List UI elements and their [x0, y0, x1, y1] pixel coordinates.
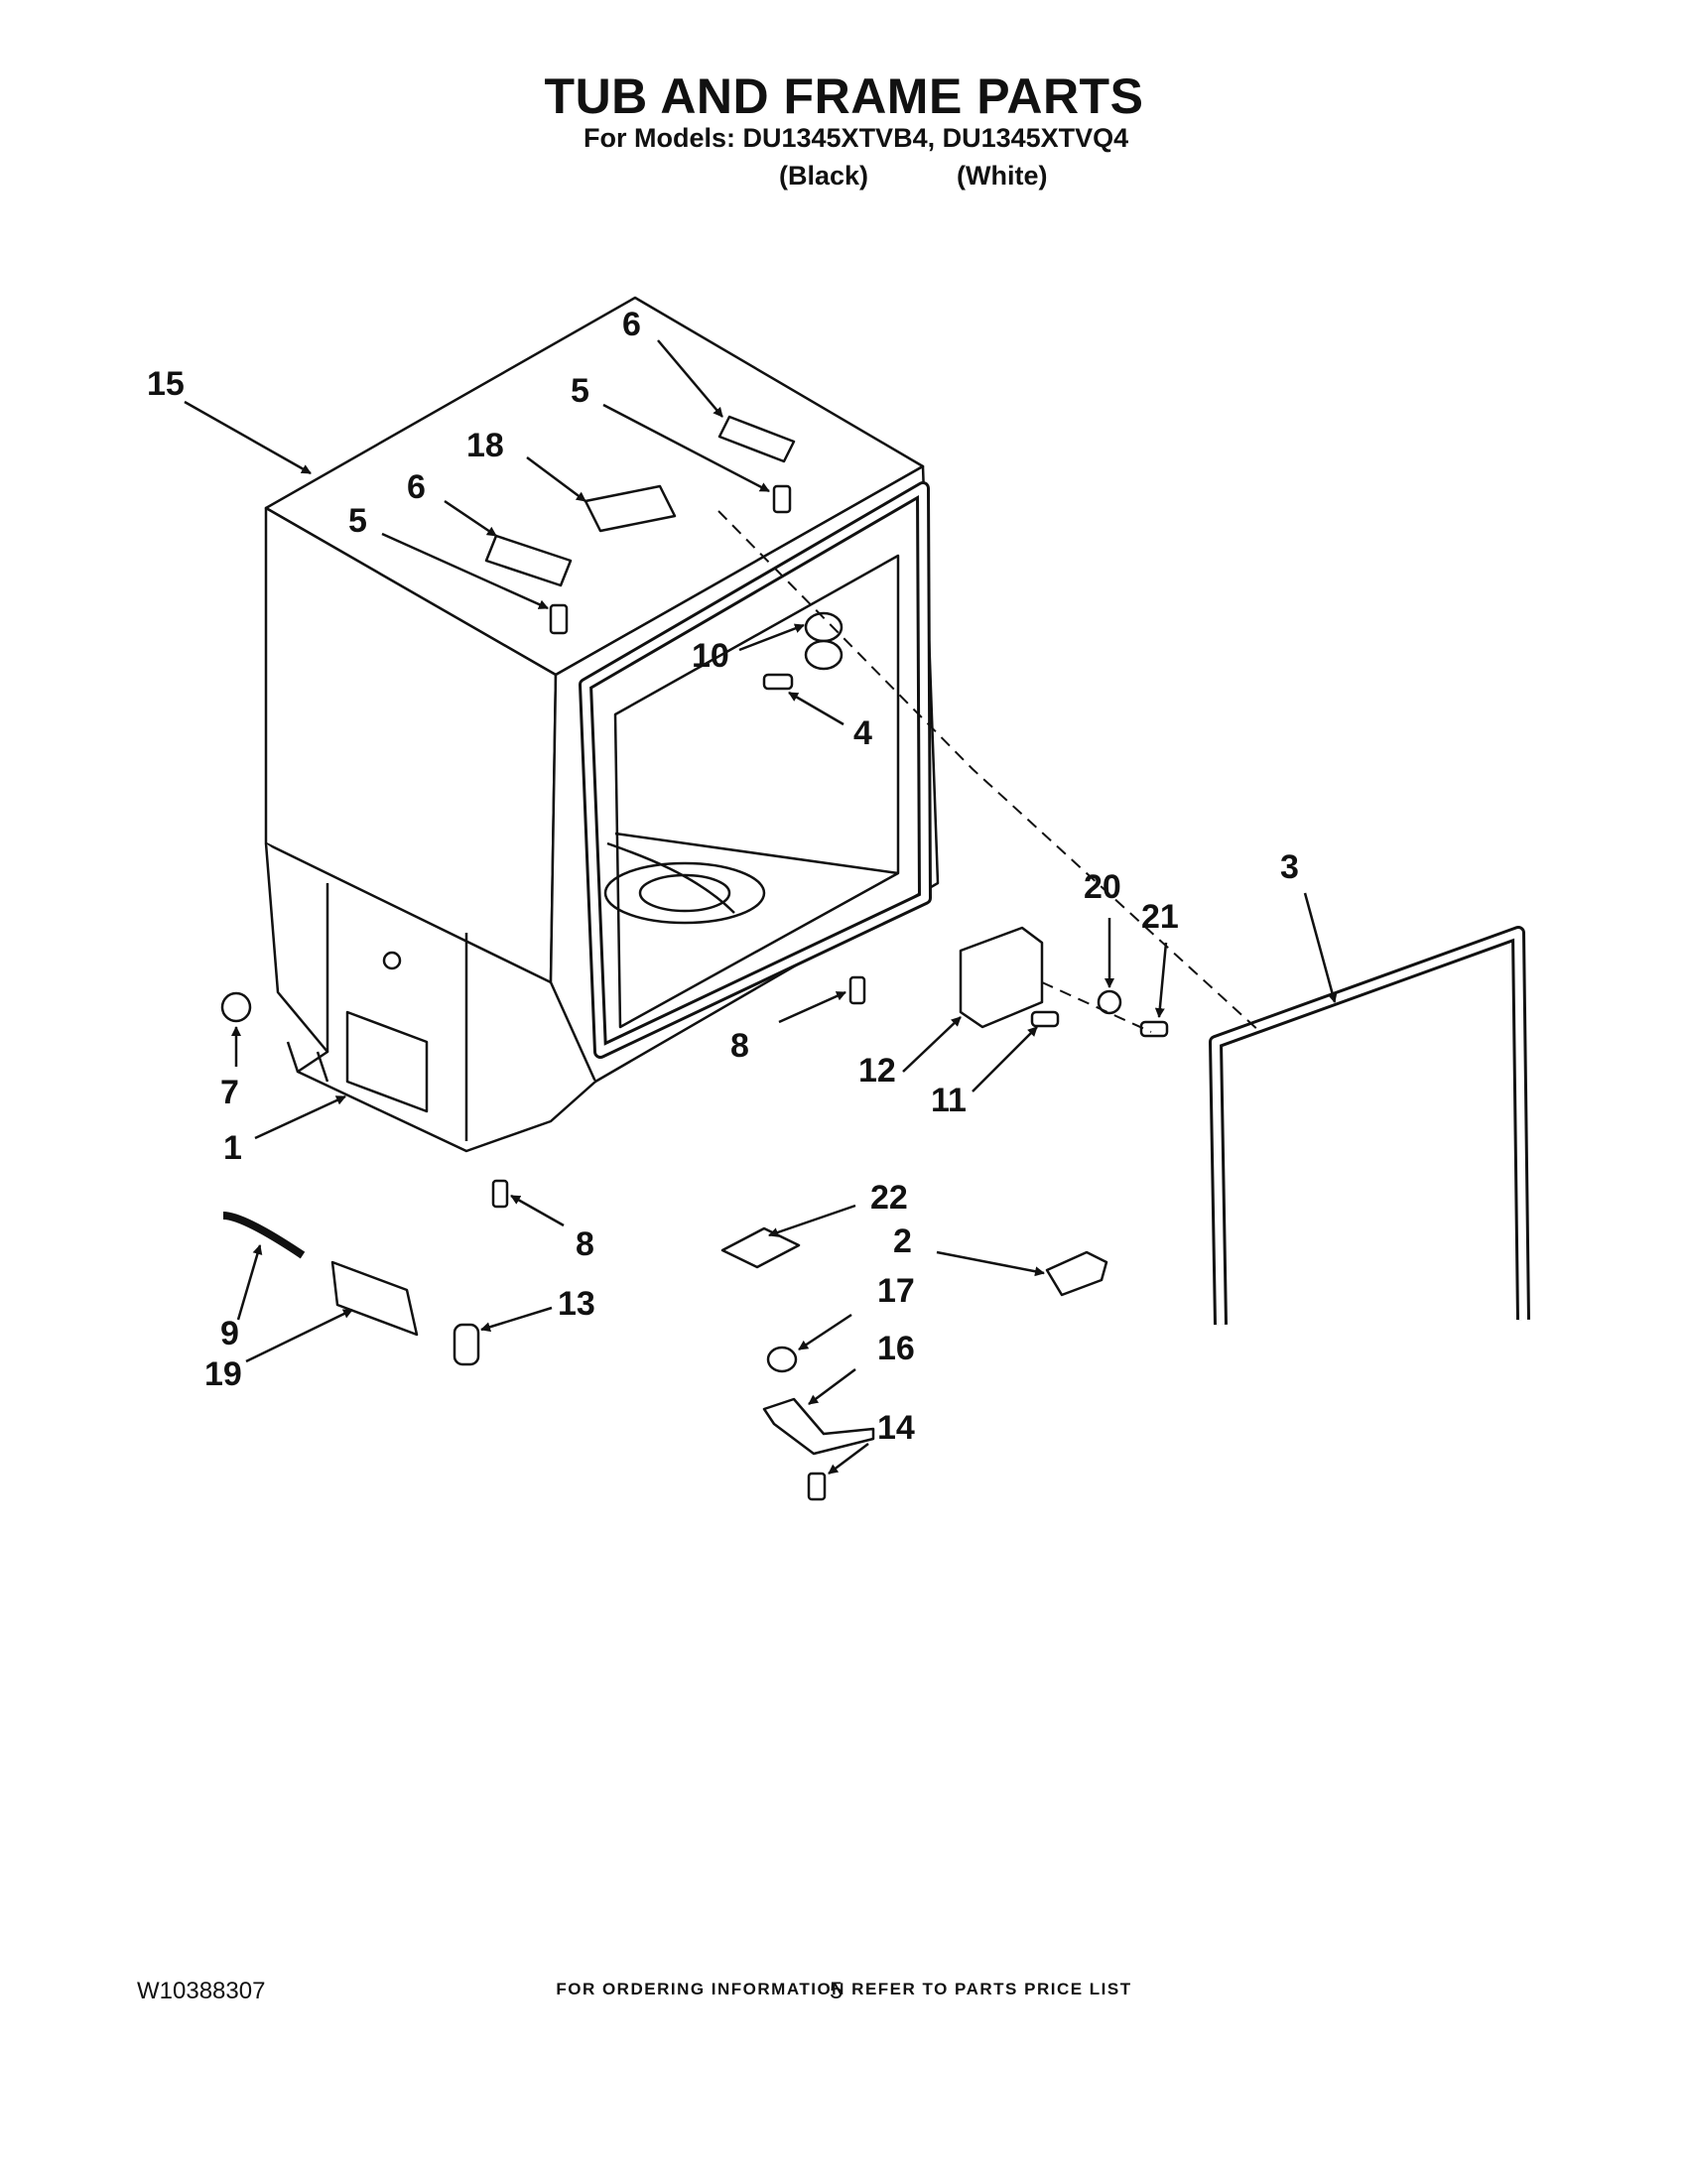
- leader-5-left: [381, 532, 549, 610]
- leader-9: [236, 1244, 263, 1321]
- leader-14: [828, 1443, 869, 1475]
- leader-8-lower: [510, 1194, 565, 1227]
- part-16-bracket: [762, 1397, 875, 1456]
- part-11-screw: [1030, 1010, 1060, 1028]
- callout-10: 10: [692, 637, 729, 675]
- callout-14: 14: [877, 1409, 915, 1447]
- callout-4: 4: [853, 714, 872, 752]
- leader-13: [480, 1306, 553, 1333]
- part-20-washer: [1097, 989, 1122, 1015]
- part-8-foot-upper: [848, 975, 866, 1005]
- callout-1: 1: [223, 1129, 242, 1167]
- part-8-foot-lower: [491, 1179, 509, 1209]
- part-10-bracket: [804, 611, 844, 671]
- leader-3: [1303, 892, 1338, 1003]
- callout-20: 20: [1084, 868, 1121, 906]
- leader-10: [738, 623, 805, 652]
- page-title: TUB AND FRAME PARTS: [544, 68, 1144, 124]
- callout-6-left: 6: [407, 468, 426, 506]
- part-2-hinge: [1045, 1250, 1108, 1297]
- callout-21: 21: [1141, 898, 1179, 936]
- leader-6-left: [444, 499, 497, 538]
- color-label-black: (Black): [779, 161, 869, 191]
- part-17-cap: [766, 1346, 798, 1373]
- part-5-screw-right: [772, 484, 792, 514]
- callout-11: 11: [931, 1082, 967, 1119]
- leader-4: [788, 691, 844, 726]
- callout-19: 19: [204, 1355, 242, 1393]
- alignment-line-bracket: [1041, 981, 1152, 1033]
- leader-17: [798, 1313, 852, 1351]
- part-5-screw-left: [549, 603, 569, 635]
- callout-5-left: 5: [348, 502, 367, 540]
- leader-6-right: [657, 339, 723, 418]
- callout-18: 18: [466, 427, 504, 464]
- part-12-bracket: [959, 926, 1044, 1029]
- alignment-line-right-hinge: [717, 510, 1261, 1033]
- leader-12: [902, 1016, 962, 1073]
- part-21-screw: [1139, 1020, 1169, 1038]
- part-19-vent-cover: [330, 1260, 419, 1337]
- leader-18: [526, 455, 586, 503]
- part-6-bracket-right: [717, 415, 796, 463]
- part-3-door-gasket: [1209, 926, 1530, 1326]
- leader-5-right: [602, 403, 770, 493]
- callout-15: 15: [147, 365, 185, 403]
- ordering-info-note: FOR ORDERING INFORMATION REFER TO PARTS …: [556, 1980, 1132, 1998]
- color-label-white: (White): [957, 161, 1048, 191]
- leader-21: [1154, 942, 1168, 1018]
- callout-5-right: 5: [571, 372, 589, 410]
- callout-9: 9: [220, 1315, 239, 1352]
- models-subtitle: For Models: DU1345XTVB4, DU1345XTVQ4: [584, 123, 1129, 153]
- leader-15: [184, 400, 312, 475]
- part-7-cap: [220, 991, 252, 1023]
- leader-16: [808, 1367, 856, 1406]
- document-number: W10388307: [137, 1978, 266, 2004]
- callout-16: 16: [877, 1330, 915, 1367]
- tub-assembly-drawing: [264, 296, 940, 1153]
- part-6-bracket-left: [484, 534, 573, 587]
- part-13-clip: [453, 1323, 480, 1366]
- page-number: 5: [830, 1978, 844, 2004]
- leader-8-upper: [778, 990, 846, 1024]
- leader-19: [245, 1308, 353, 1363]
- callout-13: 13: [558, 1285, 595, 1323]
- leader-22: [768, 1204, 856, 1237]
- callout-2: 2: [893, 1222, 912, 1260]
- part-18-label-plate: [584, 484, 677, 533]
- callout-8-lower: 8: [576, 1225, 594, 1263]
- callout-3: 3: [1280, 848, 1299, 886]
- callout-12: 12: [858, 1052, 896, 1090]
- part-4-screw: [762, 673, 794, 691]
- callout-17: 17: [877, 1272, 915, 1310]
- callout-7: 7: [220, 1074, 239, 1111]
- part-9-spring: [222, 1212, 306, 1259]
- leader-2: [936, 1250, 1045, 1277]
- leader-11: [972, 1026, 1038, 1092]
- part-22-plate: [720, 1226, 801, 1269]
- leader-1: [254, 1094, 346, 1140]
- callout-22: 22: [870, 1179, 908, 1217]
- callout-8-upper: 8: [730, 1027, 749, 1065]
- callout-6-right: 6: [622, 306, 641, 343]
- part-14-screw: [807, 1472, 827, 1501]
